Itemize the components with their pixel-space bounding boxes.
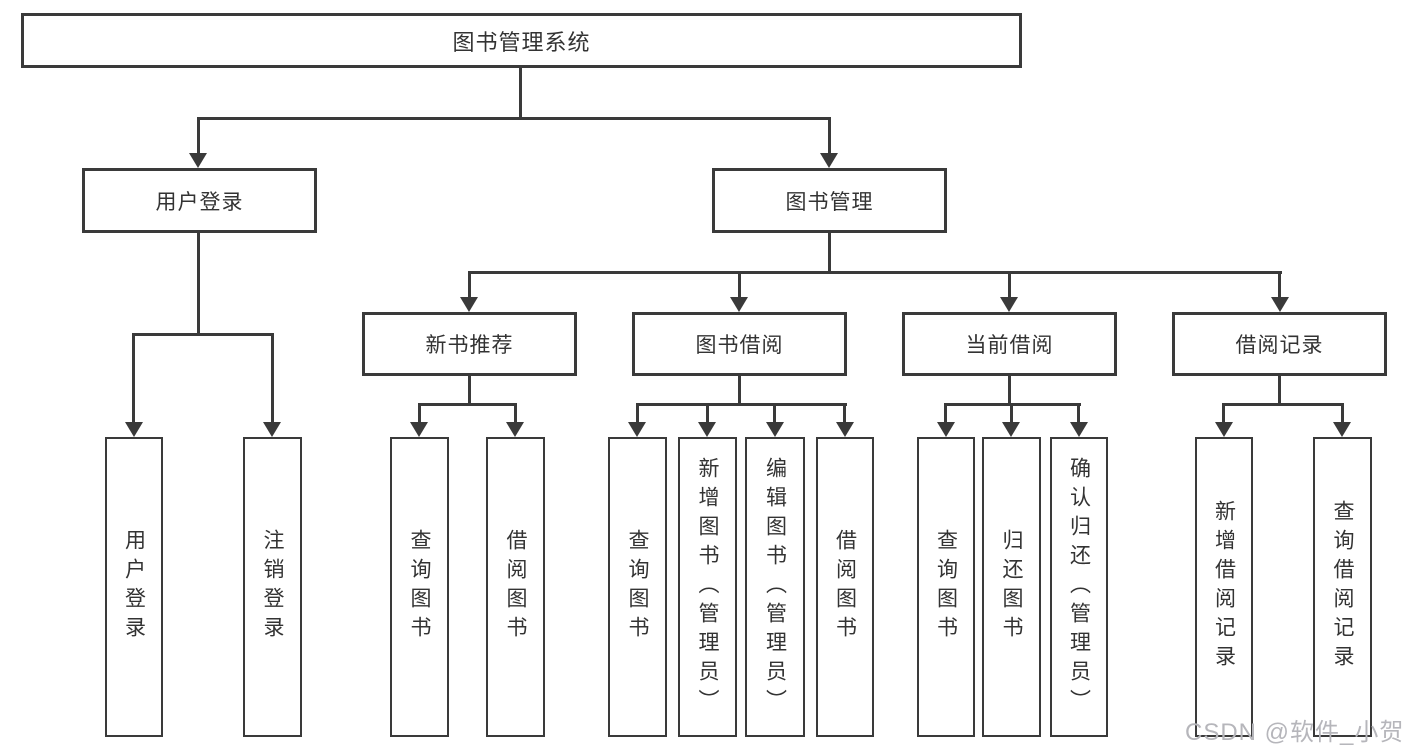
node-label: 图书管理系统 bbox=[452, 29, 591, 55]
leaf-label: 查询借阅记录 bbox=[1331, 500, 1354, 674]
leaf-confirm-return-admin: 确认归还（管理员） bbox=[1050, 437, 1108, 737]
leaf-query-borrow-record: 查询借阅记录 bbox=[1313, 437, 1372, 737]
connector-line bbox=[418, 403, 421, 425]
connector-line bbox=[271, 333, 274, 425]
arrow-down-icon bbox=[730, 297, 748, 312]
connector-line bbox=[1278, 376, 1281, 406]
node-label: 图书管理 bbox=[785, 190, 874, 214]
connector-line bbox=[828, 233, 831, 274]
connector-line bbox=[197, 117, 831, 120]
node-book-borrowing: 图书借阅 bbox=[632, 312, 847, 376]
node-current-borrowing: 当前借阅 bbox=[902, 312, 1117, 376]
arrow-down-icon bbox=[1215, 422, 1233, 437]
leaf-borrow-books-recommend: 借阅图书 bbox=[486, 437, 545, 737]
arrow-down-icon bbox=[506, 422, 524, 437]
leaf-label: 查询图书 bbox=[408, 529, 431, 645]
connector-line bbox=[944, 403, 947, 425]
node-label: 新书推荐 bbox=[425, 334, 514, 357]
leaf-label: 编辑图书（管理员） bbox=[763, 456, 787, 718]
connector-line bbox=[514, 403, 517, 425]
arrow-down-icon bbox=[263, 422, 281, 437]
leaf-add-books-admin: 新增图书（管理员） bbox=[678, 437, 737, 737]
watermark: CSDN @软件_小贺同学 bbox=[1185, 719, 1405, 746]
leaf-label: 查询图书 bbox=[934, 529, 958, 645]
connector-line bbox=[1222, 403, 1225, 425]
connector-line bbox=[706, 403, 709, 425]
leaf-return-books: 归还图书 bbox=[982, 437, 1041, 737]
arrow-down-icon bbox=[766, 422, 784, 437]
leaf-add-borrow-record: 新增借阅记录 bbox=[1195, 437, 1253, 737]
leaf-logout: 注销登录 bbox=[243, 437, 302, 737]
node-borrowing-records: 借阅记录 bbox=[1172, 312, 1387, 376]
node-label: 图书借阅 bbox=[695, 334, 784, 357]
leaf-label: 查询图书 bbox=[626, 529, 649, 645]
connector-line bbox=[1008, 376, 1011, 406]
arrow-down-icon bbox=[1333, 422, 1351, 437]
connector-line bbox=[1278, 271, 1281, 299]
node-book-management: 图书管理 bbox=[712, 168, 947, 233]
arrow-down-icon bbox=[189, 153, 207, 168]
connector-line bbox=[132, 333, 135, 425]
leaf-label: 用户登录 bbox=[122, 529, 146, 645]
connector-line bbox=[773, 403, 776, 425]
leaf-label: 新增借阅记录 bbox=[1212, 500, 1236, 674]
connector-line bbox=[636, 403, 639, 425]
connector-line bbox=[1010, 403, 1013, 425]
arrow-down-icon bbox=[1002, 422, 1020, 437]
connector-line bbox=[468, 376, 471, 406]
connector-line bbox=[738, 271, 741, 299]
connector-line bbox=[828, 117, 831, 155]
leaf-label: 借阅图书 bbox=[504, 529, 527, 645]
connector-line bbox=[1341, 403, 1344, 425]
leaf-query-books-borrowing: 查询图书 bbox=[608, 437, 667, 737]
connector-line bbox=[843, 403, 846, 425]
leaf-user-login: 用户登录 bbox=[105, 437, 163, 737]
arrow-down-icon bbox=[628, 422, 646, 437]
node-label: 用户登录 bbox=[155, 190, 244, 214]
connector-line bbox=[197, 117, 200, 155]
connector-line bbox=[132, 333, 274, 336]
arrow-down-icon bbox=[125, 422, 143, 437]
leaf-label: 新增图书（管理员） bbox=[696, 456, 719, 718]
arrow-down-icon bbox=[836, 422, 854, 437]
leaf-label: 借阅图书 bbox=[833, 529, 857, 645]
connector-line bbox=[1077, 403, 1080, 425]
arrow-down-icon bbox=[1070, 422, 1088, 437]
connector-line bbox=[418, 403, 517, 406]
leaf-edit-books-admin: 编辑图书（管理员） bbox=[745, 437, 805, 737]
connector-line bbox=[519, 68, 522, 120]
connector-line bbox=[636, 403, 847, 406]
connector-line bbox=[1222, 403, 1344, 406]
leaf-label: 确认归还（管理员） bbox=[1067, 456, 1091, 718]
leaf-label: 注销登录 bbox=[261, 529, 284, 645]
connector-line bbox=[1008, 271, 1011, 299]
node-library-management-system: 图书管理系统 bbox=[21, 13, 1022, 68]
leaf-label: 归还图书 bbox=[1000, 529, 1023, 645]
node-new-book-recommend: 新书推荐 bbox=[362, 312, 577, 376]
arrow-down-icon bbox=[410, 422, 428, 437]
arrow-down-icon bbox=[1271, 297, 1289, 312]
connector-line bbox=[738, 376, 741, 406]
node-label: 借阅记录 bbox=[1235, 334, 1324, 357]
arrow-down-icon bbox=[820, 153, 838, 168]
leaf-query-books-current: 查询图书 bbox=[917, 437, 975, 737]
connector-line bbox=[468, 271, 1282, 274]
connector-line bbox=[468, 271, 471, 299]
connector-line bbox=[197, 233, 200, 336]
leaf-borrow-books: 借阅图书 bbox=[816, 437, 874, 737]
arrow-down-icon bbox=[937, 422, 955, 437]
arrow-down-icon bbox=[1000, 297, 1018, 312]
node-user-login: 用户登录 bbox=[82, 168, 317, 233]
leaf-query-books-recommend: 查询图书 bbox=[390, 437, 449, 737]
arrow-down-icon bbox=[698, 422, 716, 437]
node-label: 当前借阅 bbox=[965, 334, 1054, 357]
arrow-down-icon bbox=[460, 297, 478, 312]
